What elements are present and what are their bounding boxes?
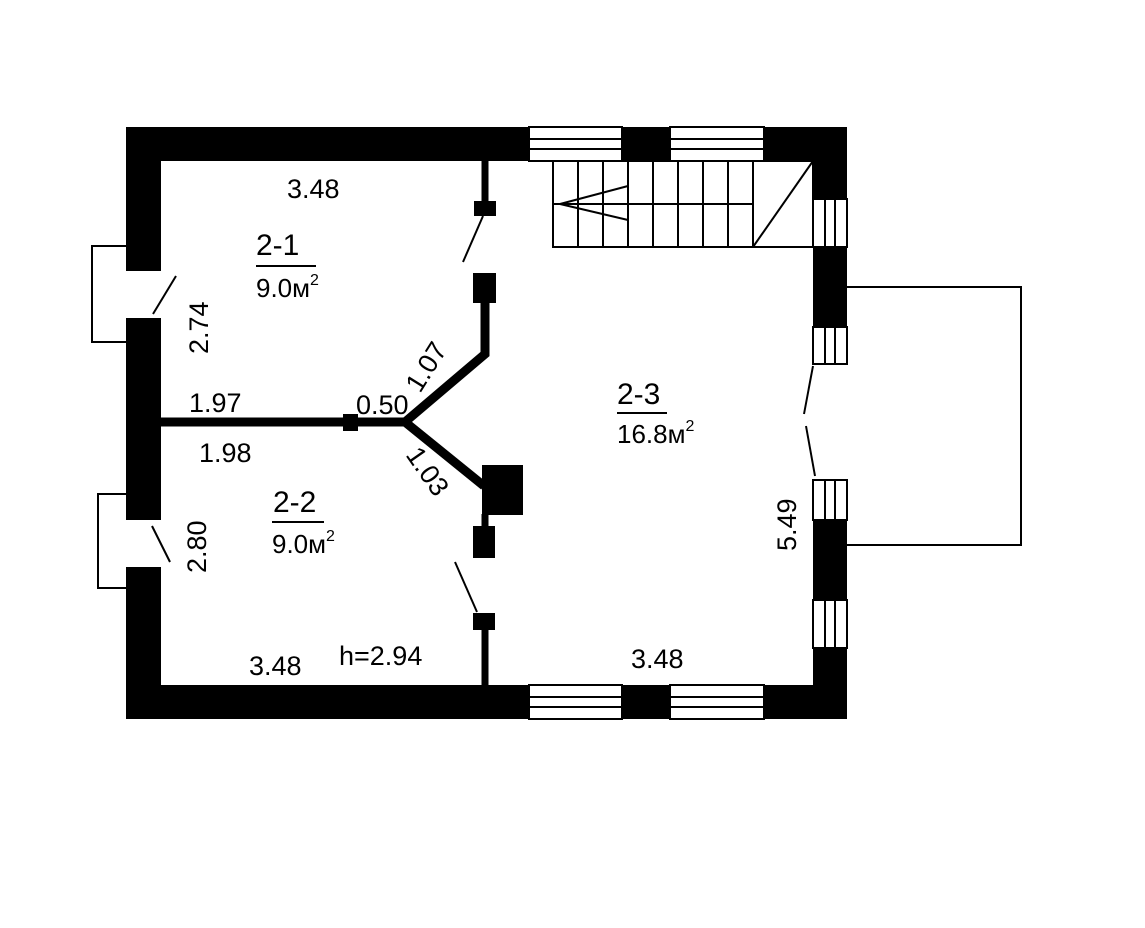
wall-top-left [126,127,529,161]
room-area: 9.0м2 [256,272,319,303]
outer-walls [126,127,847,719]
window-right-4 [812,599,848,649]
room-id: 2-2 [273,486,316,519]
dim-top-left-width: 3.48 [287,174,340,204]
door-right-lower [805,425,816,477]
door-swing-top [462,215,484,263]
door-jamb-bottom-1 [473,526,495,558]
room-2-2-label: 2-2 9.0м2 [272,486,335,559]
wall-bottom-left [126,685,529,719]
chimney [482,465,523,515]
interior-walls [161,161,523,685]
dim-bottom-left-width: 3.48 [249,651,302,681]
room-2-3-label: 2-3 16.8м2 [617,378,694,449]
wall-left-1 [126,127,161,271]
door-jamb-top-1 [474,201,496,216]
door-left-top [152,275,177,315]
window-right-2 [812,326,848,365]
porches [91,245,1022,589]
dim-mid-upper: 1.97 [189,388,242,418]
wall-right-4 [813,648,847,719]
wall-bottom-mid [622,685,670,719]
door-swing-bottom [454,561,478,613]
window-bottom-2 [669,684,765,720]
window-top-1 [528,126,623,162]
wall-right-1 [813,127,847,199]
ceiling-height: h=2.94 [339,641,422,671]
door-jamb-top-2 [473,273,496,303]
porch-left-bottom [97,493,126,589]
dim-right-height: 5.49 [772,498,802,551]
room-id: 2-3 [617,378,660,411]
room-2-1-label: 2-1 9.0м2 [256,229,319,303]
windows [528,126,848,720]
door-right-upper [803,365,814,415]
partition-y-lower [402,418,487,490]
exterior-doors [151,275,816,563]
door-jamb-bottom-2 [473,613,495,630]
partition-node [343,414,358,431]
wall-top-mid [622,127,670,161]
wall-right-3 [813,520,847,600]
room-area: 16.8м2 [617,418,694,449]
porch-right [847,286,1022,546]
wall-left-3 [126,567,161,719]
window-right-1 [812,198,848,248]
dim-mid-lower: 1.98 [199,438,252,468]
porch-left-top [91,245,126,343]
wall-left-2 [126,318,161,520]
staircase [552,160,814,248]
window-right-3 [812,479,848,521]
door-left-bottom [151,525,171,563]
dim-left-top-height: 2.74 [184,301,214,354]
room-id: 2-1 [256,229,299,262]
dim-bottom-right-width: 3.48 [631,644,684,674]
wall-right-2 [813,247,847,327]
dim-left-bottom-height: 2.80 [182,520,212,573]
window-top-2 [669,126,765,162]
room-area: 9.0м2 [272,528,335,559]
partition-y [402,300,490,426]
dim-mid-short: 0.50 [356,390,409,420]
window-bottom-1 [528,684,623,720]
